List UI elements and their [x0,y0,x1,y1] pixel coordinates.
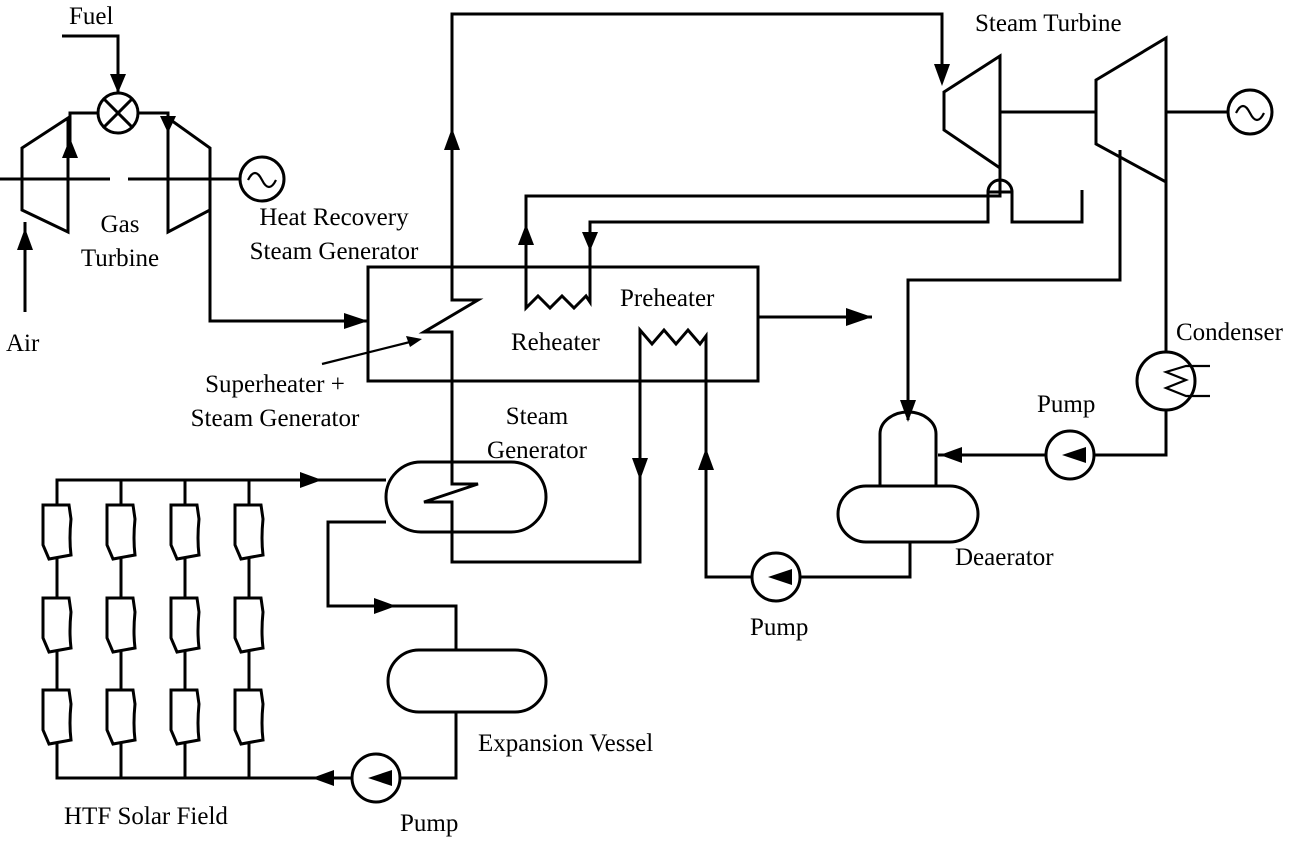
parabolic-trough-collector [105,688,137,746]
hrsg-label-line2: Steam Generator [249,238,419,265]
solar-field-header-bottom [55,752,352,780]
compressor-to-combustor-line [62,111,98,158]
parabolic-trough-collector [169,503,201,561]
htf-pump-label: Pump [400,810,459,837]
parabolic-trough-collector [233,503,265,561]
steam-turbine-label: Steam Turbine [975,10,1122,37]
preheater-to-steam-generator-line [450,458,648,564]
deaerator [836,410,980,544]
parabolic-trough-collector [169,596,201,654]
condensate-pump-label: Pump [1037,391,1096,418]
steam-generator-coil [423,380,479,532]
steam-generator-label: Steam Generator [470,400,604,468]
gas-turbine-label-line2: Turbine [80,245,160,272]
parabolic-trough-collector [233,596,265,654]
exhaust-to-hrsg-line [208,205,368,329]
hrsg-label: Heat Recovery Steam Generator [234,201,434,269]
superheater-label: Superheater + Steam Generator [172,368,378,436]
reheater-to-lp-line [582,178,1084,251]
parabolic-trough-collector [41,688,73,746]
main-steam-line [444,12,950,267]
gas-turbine-generator [238,155,286,203]
hrsg-exhaust-outlet [758,308,872,326]
feedwater-pump [750,551,802,603]
hrsg-box [366,265,760,383]
solar-field-header-top [55,472,386,503]
reheater-label: Reheater [511,329,600,356]
gas-turbine-compressor [20,115,70,235]
pump-to-deaerator-line [938,447,1046,463]
solar-field-label: HTF Solar Field [64,803,228,830]
air-inlet-line [17,222,33,312]
air-label: Air [6,330,40,357]
fuel-label: Fuel [69,3,114,30]
condensate-pump [1044,429,1096,481]
expansion-vessel [386,648,548,714]
superheater-label-line1: Superheater + [205,371,345,398]
superheater-pointer [321,336,422,366]
steam-turbine-hp [942,53,1002,171]
preheater-label: Preheater [620,285,715,312]
solar-collectors [41,480,265,778]
parabolic-trough-collector [105,503,137,561]
fuel-line [62,34,126,93]
pump-to-solar-field-arrow [312,770,334,786]
combustion-chamber [96,91,140,135]
parabolic-trough-collector [233,688,265,746]
deaerator-to-pump-line [800,542,912,579]
steam-generator-label-line2: Generator [487,437,587,464]
feedwater-to-preheater-line [698,448,752,579]
reheater-coil [524,232,592,312]
steam-generator-label-line1: Steam [505,403,569,430]
parabolic-trough-collector [41,596,73,654]
gas-turbine-label-line1: Gas [100,211,140,238]
parabolic-trough-collector [41,503,73,561]
parabolic-trough-collector [105,596,137,654]
steam-generator-vessel [384,460,548,534]
expansion-vessel-label: Expansion Vessel [478,730,654,757]
steam-turbine-generator [1226,88,1274,136]
deaerator-label: Deaerator [955,544,1054,571]
condenser [1135,350,1210,412]
htf-pump [350,752,402,804]
combustor-to-expander-line [138,111,176,135]
preheater-coil [638,325,708,470]
steam-turbine-lp [1094,35,1168,185]
condenser-label: Condenser [1176,319,1283,346]
gas-turbine-label: Gas Turbine [62,208,178,276]
expansion-to-pump-line [400,712,458,780]
superheater-label-line2: Steam Generator [190,405,360,432]
feedwater-pump-label: Pump [750,614,809,641]
hrsg-label-line1: Heat Recovery [259,204,409,231]
condenser-to-pump-line [1094,410,1168,457]
superheater-coil [418,267,484,380]
steam-generator-to-expansion-line [326,520,458,650]
parabolic-trough-collector [169,688,201,746]
